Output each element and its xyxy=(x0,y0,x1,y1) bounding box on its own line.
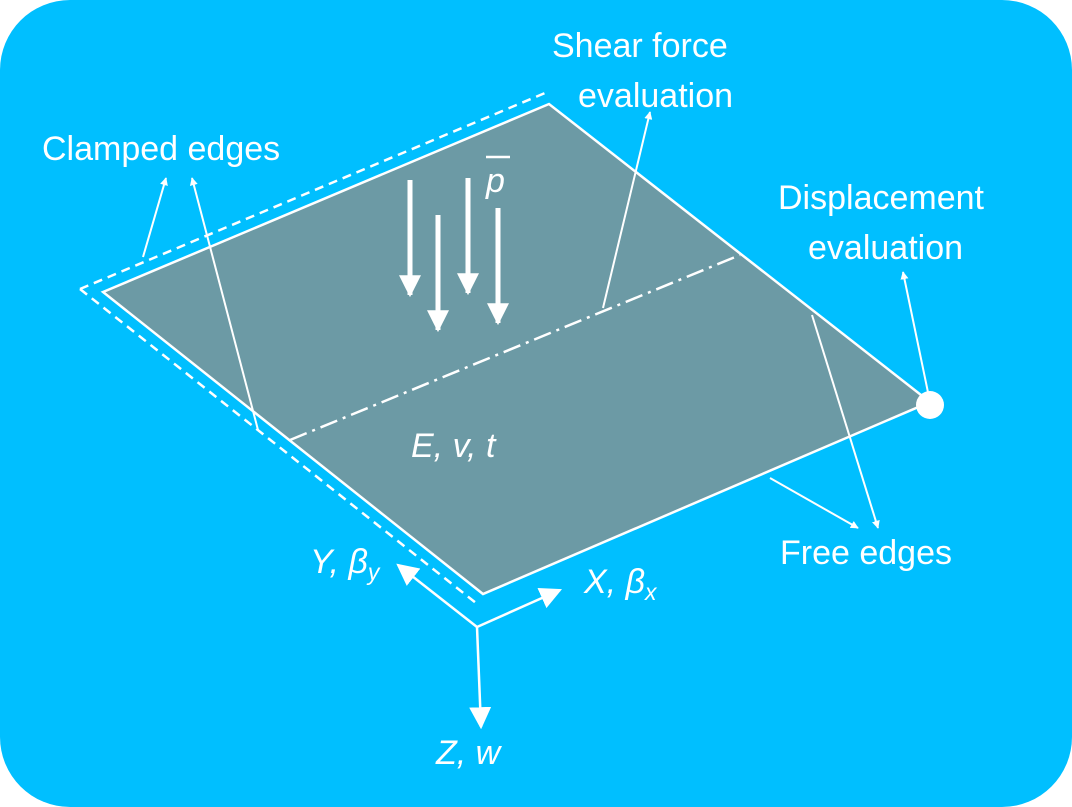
clamped-edges-leader-2 xyxy=(189,177,259,431)
free-edges-label: Free edges xyxy=(780,534,952,572)
displacement-label-line2: evaluation xyxy=(808,229,963,267)
y-axis-label: Y, βy xyxy=(310,543,381,585)
material-properties-label: E, v, t xyxy=(411,427,497,465)
free-edges-leader-2 xyxy=(811,314,880,529)
shear-force-label-line1: Shear force xyxy=(552,27,728,65)
down-arrow-icon xyxy=(399,178,509,333)
displacement-leader xyxy=(900,271,931,403)
clamped-edges-leader-1 xyxy=(142,177,168,258)
x-axis-subscript: x xyxy=(644,579,658,605)
y-axis-subscript: y xyxy=(366,559,381,585)
x-axis-arrow xyxy=(476,588,563,629)
free-edges-leader-1 xyxy=(769,477,859,529)
shear-evaluation-line xyxy=(289,253,741,442)
clamped-edge-left-dashed xyxy=(79,288,477,604)
load-label: p xyxy=(485,162,505,200)
z-axis-label: Z, w xyxy=(435,734,503,772)
clamped-edge-top-dashed xyxy=(79,91,546,291)
shear-force-label-line2: evaluation xyxy=(578,77,733,115)
y-axis-arrow xyxy=(396,563,478,628)
clamped-edges-label: Clamped edges xyxy=(42,130,280,168)
displacement-label-line1: Displacement xyxy=(778,179,985,217)
z-axis-arrow xyxy=(469,626,492,730)
shear-force-leader xyxy=(602,111,653,309)
circle-marker-icon xyxy=(916,391,944,419)
x-axis-label: X, βx xyxy=(583,563,658,605)
